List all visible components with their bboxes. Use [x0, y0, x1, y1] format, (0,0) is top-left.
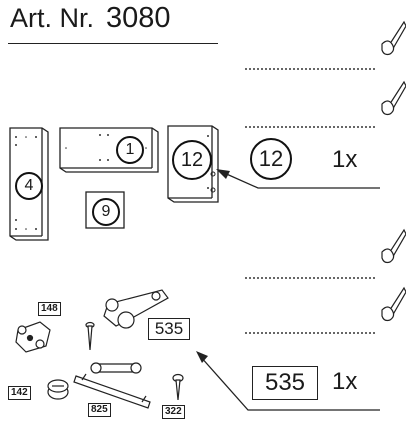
part-4-number: 4: [24, 177, 34, 194]
dotted-line-4: [245, 332, 375, 334]
callout-535-quantity: 1x: [332, 368, 358, 395]
screw-322-icon: [172, 373, 184, 401]
hardware-322-tag: 322: [162, 405, 185, 419]
screw-icon: [85, 321, 95, 351]
hinge-148-icon: [15, 321, 51, 353]
callout-12-leader: [221, 171, 380, 189]
hardware-535-number: 535: [154, 319, 184, 338]
part-9-number: 9: [101, 203, 111, 220]
connector-bolt-icon: [90, 362, 142, 374]
part-9-badge: 9: [92, 198, 120, 226]
part-1-badge: 1: [116, 136, 144, 164]
callout-535-arrowhead: [196, 351, 208, 363]
dotted-line-2: [245, 126, 375, 128]
article-number-heading: Art. Nr. 3080: [10, 2, 171, 34]
hardware-535-tag: 535: [148, 318, 190, 340]
handle-825-icon: [73, 373, 151, 409]
part-12-badge: 12: [172, 140, 212, 180]
dotted-line-3: [245, 277, 375, 279]
hardware-142-tag: 142: [8, 386, 31, 400]
callout-12-arrowhead: [216, 169, 230, 179]
pencil-icon: [381, 228, 406, 264]
cup-hinge-icon: [103, 289, 169, 329]
part-4-badge: 4: [15, 172, 43, 200]
callout-12-badge: 12: [250, 138, 292, 180]
heading-underline: [8, 43, 218, 44]
dotted-line-1: [245, 68, 375, 70]
article-number-value: 3080: [106, 2, 171, 34]
cam-lock-142-icon: [47, 379, 69, 400]
callout-12-quantity: 1x: [332, 146, 358, 173]
part-1-number: 1: [125, 141, 135, 158]
pencil-icon: [381, 80, 406, 116]
hardware-148-tag: 148: [38, 302, 61, 316]
pencil-icon: [381, 286, 406, 322]
callout-535-number: 535: [264, 369, 306, 396]
callout-12-number: 12: [258, 146, 284, 171]
callout-535-leader: [199, 355, 380, 411]
part-12-number: 12: [180, 148, 204, 171]
hardware-825-tag: 825: [88, 403, 111, 417]
callout-535-box: 535: [252, 366, 318, 400]
article-number-label: Art. Nr.: [10, 3, 95, 33]
pencil-icon: [381, 20, 406, 56]
